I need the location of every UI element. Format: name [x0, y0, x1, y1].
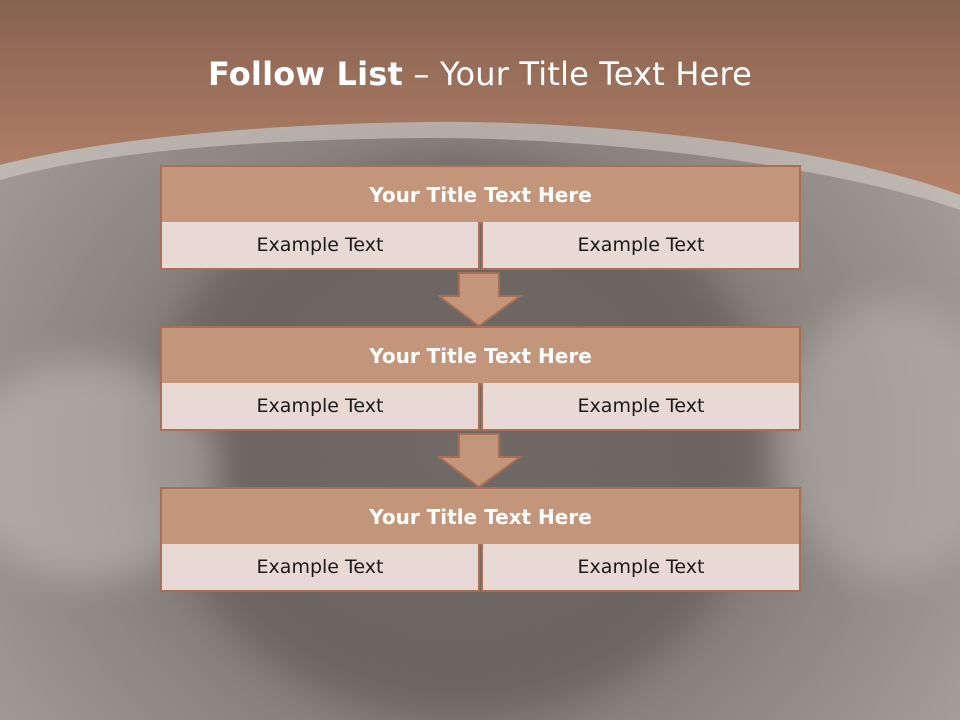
slide-title-rest: – Your Title Text Here [403, 55, 753, 93]
step-2-right-cell: Example Text [481, 383, 801, 431]
down-arrow-icon [438, 433, 524, 489]
step-1-right-cell: Example Text [481, 222, 801, 270]
background-photo-highlight-right [780, 300, 960, 580]
slide-title-bold: Follow List [207, 55, 404, 93]
step-title-1: Your Title Text Here [160, 165, 801, 224]
step-3-left-cell: Example Text [160, 544, 480, 592]
step-3-right-cell: Example Text [481, 544, 801, 592]
step-2-left-cell: Example Text [160, 383, 480, 431]
slide-title: Follow List – Your Title Text Here [0, 55, 960, 93]
step-title-3: Your Title Text Here [160, 487, 801, 546]
down-arrow-icon [438, 272, 524, 328]
step-1-left-cell: Example Text [160, 222, 480, 270]
step-title-2: Your Title Text Here [160, 326, 801, 385]
